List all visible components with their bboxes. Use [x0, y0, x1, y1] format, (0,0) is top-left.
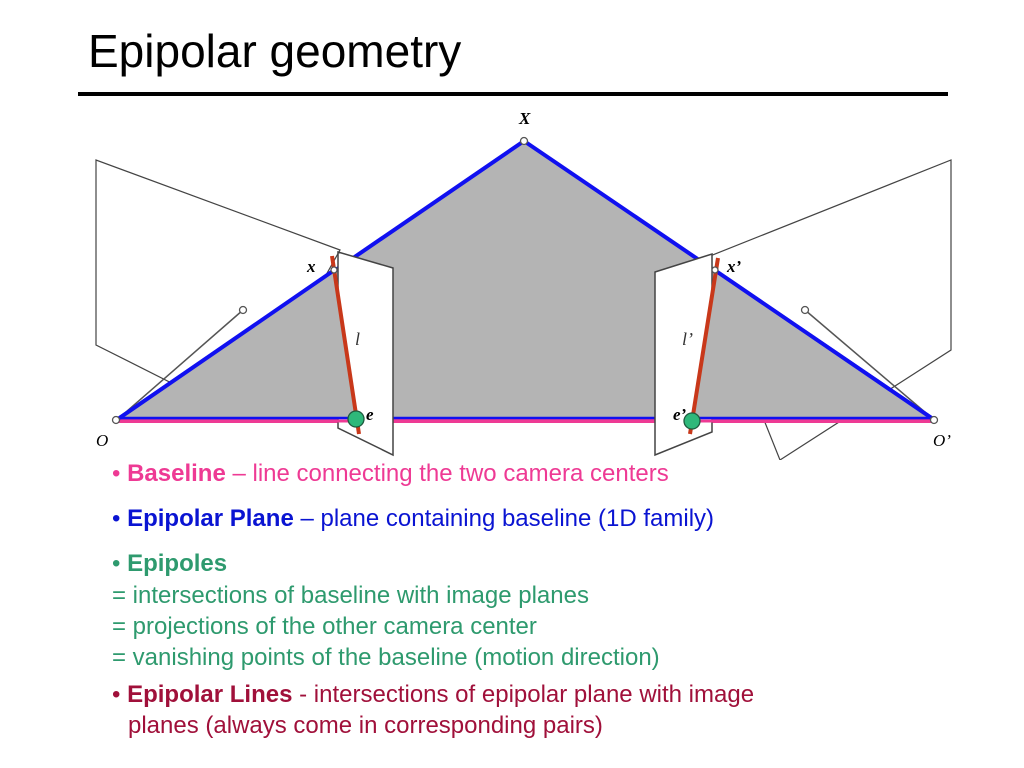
- epipoles-term: Epipoles: [127, 550, 228, 578]
- epipole-e-label: e: [366, 405, 374, 424]
- definitions-list: • Baseline – line connecting the two cam…: [112, 458, 754, 742]
- right-plane-section: [692, 271, 933, 419]
- left-camera-center-marker: [111, 415, 121, 425]
- epipolar-lines-term: Epipolar Lines: [127, 681, 293, 709]
- image-point-x-label: x: [306, 257, 316, 276]
- left-ray-segment: [116, 269, 335, 421]
- epipoles-definition-2: = projections of the other camera center: [112, 612, 537, 640]
- right-epipole: [683, 412, 701, 430]
- right-image-point-marker: [711, 266, 719, 274]
- point-X-label: X: [518, 109, 531, 128]
- left-epipole: [347, 410, 365, 428]
- left-plane-section: [118, 271, 356, 419]
- epipolar-diagram: X x x’ l l’ e e’ O O’: [95, 109, 952, 460]
- baseline-definition: – line connecting the two camera centers: [232, 460, 669, 487]
- epipolar-line-l-prime-label: l’: [682, 329, 693, 349]
- right-principal-point: [800, 305, 810, 315]
- left-image-point-marker: [330, 266, 338, 274]
- right-optical-axis: [804, 309, 934, 420]
- epipolar-plane-definition: – plane containing baseline (1D family): [300, 505, 715, 533]
- right-ray-segment: [714, 269, 935, 421]
- epipoles-definition-3: = vanishing points of the baseline (moti…: [112, 643, 660, 671]
- title-divider: [78, 92, 948, 96]
- left-optical-axis: [117, 309, 244, 420]
- right-epipolar-line: [688, 257, 720, 435]
- epipole-e-prime-label: e’: [673, 405, 687, 424]
- slide-title: Epipolar geometry: [88, 25, 462, 77]
- epipolar-plane-term: Epipolar Plane: [127, 505, 294, 533]
- left-principal-point: [238, 305, 248, 315]
- right-camera-center-marker: [929, 415, 939, 425]
- epipoles-bullet: • Epipoles: [112, 550, 228, 578]
- left-epipolar-line: [330, 255, 361, 435]
- world-point-marker: [519, 136, 529, 146]
- camera-center-O-label: O: [96, 431, 108, 450]
- epipoles-definition-1: = intersections of baseline with image p…: [112, 581, 589, 609]
- baseline-bullet: • Baseline – line connecting the two cam…: [112, 460, 669, 487]
- epipolar-line-l-label: l: [355, 329, 360, 349]
- image-point-x-prime-label: x’: [726, 257, 742, 276]
- baseline-term: Baseline: [127, 460, 226, 487]
- epipolar-lines-definition: - intersections of epipolar plane with i…: [299, 681, 755, 709]
- epipolar-lines-bullet: • Epipolar Lines - intersections of epip…: [112, 681, 755, 709]
- epipolar-plane-bullet: • Epipolar Plane – plane containing base…: [112, 505, 715, 533]
- camera-center-O-prime-label: O’: [933, 431, 951, 450]
- epipolar-lines-definition-cont: planes (always come in corresponding pai…: [128, 712, 603, 740]
